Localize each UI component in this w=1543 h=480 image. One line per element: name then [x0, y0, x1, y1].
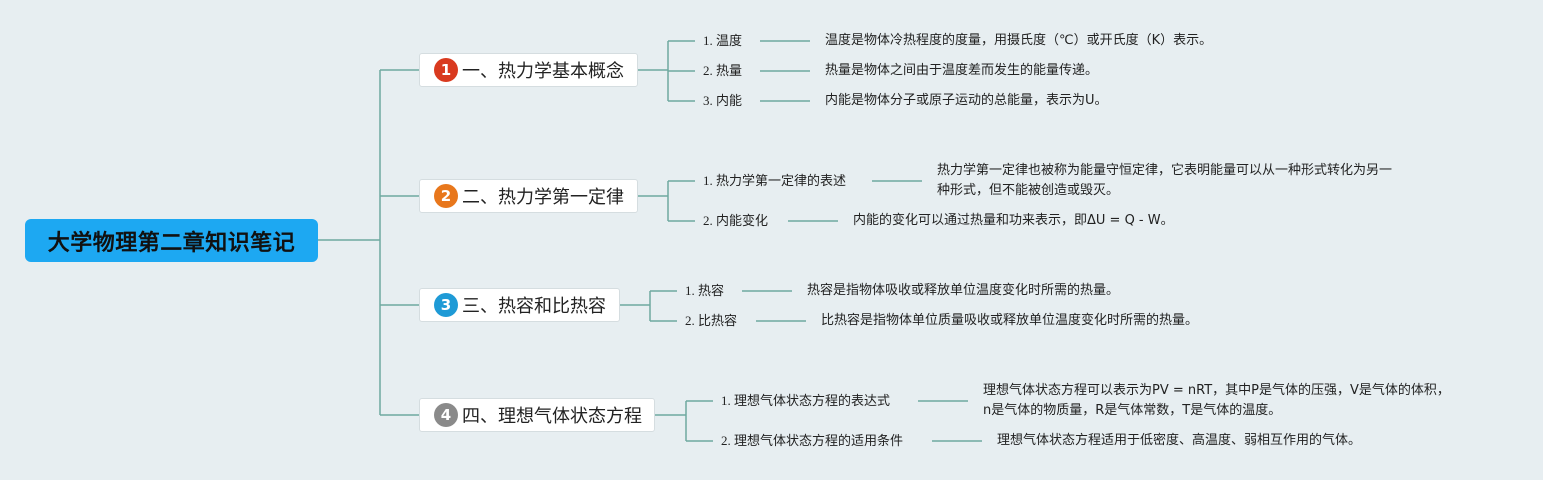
description-line: 理想气体状态方程可以表示为PV = nRT，其中P是气体的压强，V是气体的体积，	[983, 383, 1450, 398]
subtopic-description[interactable]: 内能的变化可以通过热量和功来表示，即ΔU = Q - W。	[853, 211, 1174, 231]
subtopic-label[interactable]: 2. 热量	[703, 63, 743, 78]
number-badge-icon: 4	[434, 403, 458, 427]
description-line: 内能是物体分子或原子运动的总能量，表示为U。	[825, 93, 1108, 108]
description-line: 热力学第一定律也被称为能量守恒定律，它表明能量可以从一种形式转化为另一	[937, 163, 1393, 178]
description-line: 内能的变化可以通过热量和功来表示，即ΔU = Q - W。	[853, 213, 1174, 228]
description-line: n是气体的物质量，R是气体常数，T是气体的温度。	[983, 403, 1282, 418]
branch-title: 三、热容和比热容	[462, 296, 606, 317]
subtopic-label[interactable]: 2. 比热容	[685, 313, 738, 328]
subtopic-description[interactable]: 内能是物体分子或原子运动的总能量，表示为U。	[825, 91, 1108, 111]
root-title: 大学物理第二章知识笔记	[47, 230, 296, 256]
branch-title: 四、理想气体状态方程	[462, 406, 642, 427]
subtopic-description[interactable]: 热量是物体之间由于温度差而发生的能量传递。	[825, 61, 1098, 81]
number-badge-icon: 3	[434, 293, 458, 317]
subtopic-label[interactable]: 1. 热容	[685, 283, 725, 298]
description-line: 热容是指物体吸收或释放单位温度变化时所需的热量。	[807, 283, 1120, 298]
subtopic-description[interactable]: 热容是指物体吸收或释放单位温度变化时所需的热量。	[807, 281, 1119, 301]
subtopic-label[interactable]: 3. 内能	[703, 93, 743, 108]
subtopic-label[interactable]: 1. 温度	[703, 33, 743, 48]
root-topic[interactable]: 大学物理第二章知识笔记	[25, 219, 318, 262]
subtopic-description[interactable]: 比热容是指物体单位质量吸收或释放单位温度变化时所需的热量。	[821, 311, 1198, 331]
subtopic-label[interactable]: 1. 热力学第一定律的表述	[703, 173, 847, 188]
description-line: 理想气体状态方程适用于低密度、高温度、弱相互作用的气体。	[997, 433, 1362, 448]
subtopic-label[interactable]: 2. 内能变化	[703, 213, 769, 228]
branch-title: 一、热力学基本概念	[462, 61, 624, 82]
subtopic-description[interactable]: 理想气体状态方程适用于低密度、高温度、弱相互作用的气体。	[997, 431, 1361, 451]
description-line: 温度是物体冷热程度的度量，用摄氏度（℃）或开氏度（K）表示。	[825, 33, 1213, 48]
branch-title: 二、热力学第一定律	[462, 187, 624, 208]
subtopic-label[interactable]: 1. 理想气体状态方程的表达式	[721, 393, 891, 408]
subtopic-description[interactable]: 温度是物体冷热程度的度量，用摄氏度（℃）或开氏度（K）表示。	[825, 31, 1212, 51]
subtopic-label[interactable]: 2. 理想气体状态方程的适用条件	[721, 433, 904, 448]
subtopic-description[interactable]: 理想气体状态方程可以表示为PV = nRT，其中P是气体的压强，V是气体的体积，…	[983, 381, 1450, 421]
description-line: 比热容是指物体单位质量吸收或释放单位温度变化时所需的热量。	[821, 313, 1199, 328]
number-badge-icon: 2	[434, 184, 458, 208]
subtopic-description[interactable]: 热力学第一定律也被称为能量守恒定律，它表明能量可以从一种形式转化为另一种形式，但…	[937, 161, 1392, 201]
description-line: 热量是物体之间由于温度差而发生的能量传递。	[825, 63, 1099, 78]
description-line: 种形式，但不能被创造或毁灭。	[937, 183, 1120, 198]
number-badge-icon: 1	[434, 58, 458, 82]
